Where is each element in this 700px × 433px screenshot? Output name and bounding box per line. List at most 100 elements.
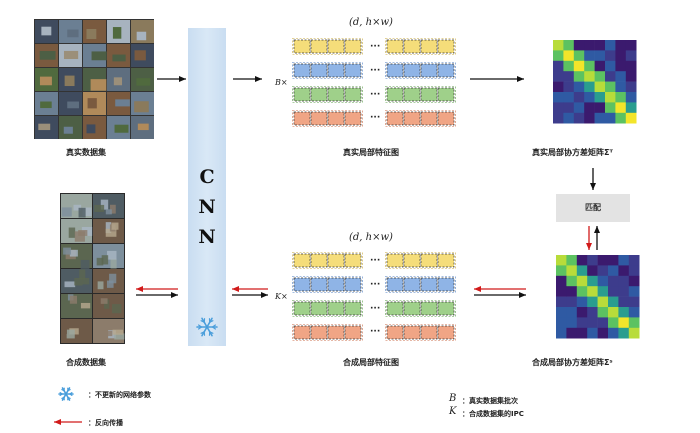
feature-cell <box>310 253 328 268</box>
real-thumbnail-object <box>63 126 73 134</box>
matrix-cell <box>618 317 630 329</box>
feature-cell <box>437 63 455 78</box>
synthetic-thumbnail-patch <box>78 207 86 218</box>
synthetic-thumbnail-patch <box>114 333 125 340</box>
real-thumbnail-object <box>136 78 151 86</box>
feature-row-outline <box>385 38 456 55</box>
matrix-cell <box>573 71 585 82</box>
synthetic-feature-map <box>292 252 456 341</box>
matrix-cell <box>628 255 640 266</box>
batch-label-real: B× <box>275 78 288 87</box>
synthetic-thumbnail-patch <box>68 227 76 238</box>
synthetic-thumbnail-patch <box>80 259 90 271</box>
feature-cell <box>420 277 438 292</box>
real-thumbnail-object <box>38 123 51 131</box>
matrix-cell <box>584 102 595 114</box>
feature-cell <box>293 39 311 54</box>
match-box: 匹配 <box>556 194 630 222</box>
matrix-cell <box>576 317 588 329</box>
synthetic-thumbnail-patch <box>105 228 117 237</box>
matrix-cell <box>584 71 595 82</box>
snowflake-branch <box>200 331 205 334</box>
matrix-cell <box>608 296 619 308</box>
ellipsis-top-1: ··· <box>370 42 381 52</box>
matrix-cell <box>615 50 627 62</box>
matrix-cell <box>566 265 578 277</box>
synthetic-thumbnail-patch <box>112 329 124 335</box>
synthetic-thumbnail-patch <box>80 322 88 333</box>
matrix-cell <box>615 92 627 103</box>
matrix-cell <box>556 275 567 287</box>
matrix-cell <box>628 327 640 339</box>
snowflake-branch <box>209 320 214 323</box>
matrix-cell <box>556 286 567 297</box>
matrix-cell <box>608 255 619 266</box>
matrix-cell <box>587 265 598 277</box>
legend-backprop-text: ：反向传播 <box>88 419 123 427</box>
feature-cell <box>310 277 328 292</box>
feature-cell <box>293 87 311 102</box>
feature-cell <box>420 87 438 102</box>
synthetic-thumbnail-patch <box>100 298 108 304</box>
synthetic-thumbnail-patch <box>112 304 122 314</box>
matrix-cell <box>566 275 578 287</box>
matrix-cell <box>556 317 567 329</box>
matrix-cell <box>563 50 575 62</box>
feature-cell <box>437 39 455 54</box>
real-thumbnail-object <box>115 99 130 107</box>
matrix-cell <box>584 81 595 93</box>
synthetic-thumbnail-patch <box>97 281 104 290</box>
matrix-cell <box>594 71 606 82</box>
feature-cell <box>293 277 311 292</box>
feature-cell <box>310 111 328 126</box>
matrix-cell <box>566 255 578 266</box>
real-covariance-label: 真实局部协方差矩阵Σᵀ <box>532 148 613 157</box>
matrix-cell <box>556 327 567 339</box>
synthetic-thumbnail-patch <box>64 281 76 288</box>
real-thumbnail-object <box>114 124 129 133</box>
feature-row-outline <box>385 300 456 317</box>
feature-cell <box>386 39 404 54</box>
feature-cell <box>344 87 362 102</box>
snowflake-branch <box>61 396 65 399</box>
cnn-block: C N N <box>188 28 226 346</box>
feature-cell <box>420 301 438 316</box>
synthetic-thumbnail-patch <box>80 302 91 309</box>
feature-dim-bottom: (d, h×w) <box>349 232 393 243</box>
feature-cell <box>344 277 362 292</box>
synthetic-thumbnail-patch <box>79 269 86 280</box>
matrix-cell <box>605 92 616 103</box>
feature-row-outline <box>292 252 363 269</box>
matrix-cell <box>605 112 616 124</box>
matrix-cell <box>628 275 640 287</box>
legend-frozen-text: ：不更新的网络参数 <box>88 391 151 399</box>
real-image-grid <box>35 20 154 139</box>
synthetic-thumbnail-patch <box>63 247 72 255</box>
synthetic-thumbnail-patch <box>105 209 112 215</box>
feature-row-outline <box>385 110 456 127</box>
matrix-cell <box>625 81 637 93</box>
feature-cell <box>327 325 345 340</box>
real-thumbnail-object <box>136 31 147 41</box>
matrix-cell <box>605 60 616 72</box>
synthetic-thumbnail-patch <box>96 257 104 266</box>
matrix-cell <box>605 50 616 62</box>
matrix-cell <box>566 317 578 329</box>
matrix-cell <box>615 112 627 124</box>
matrix-cell <box>553 40 564 51</box>
feature-cell <box>437 87 455 102</box>
matrix-cell <box>594 112 606 124</box>
real-feature-map-label: 真实局部特征图 <box>343 148 399 157</box>
matrix-cell <box>597 255 609 266</box>
matrix-cell <box>628 296 640 308</box>
feature-cell <box>403 253 421 268</box>
feature-cell <box>327 63 345 78</box>
feature-cell <box>437 277 455 292</box>
matrix-cell <box>594 81 606 93</box>
legend-k-symbol: K <box>449 406 457 417</box>
snowflake-branch <box>198 324 203 328</box>
feature-row-outline <box>292 300 363 317</box>
matrix-cell <box>618 307 630 318</box>
feature-cell <box>403 63 421 78</box>
